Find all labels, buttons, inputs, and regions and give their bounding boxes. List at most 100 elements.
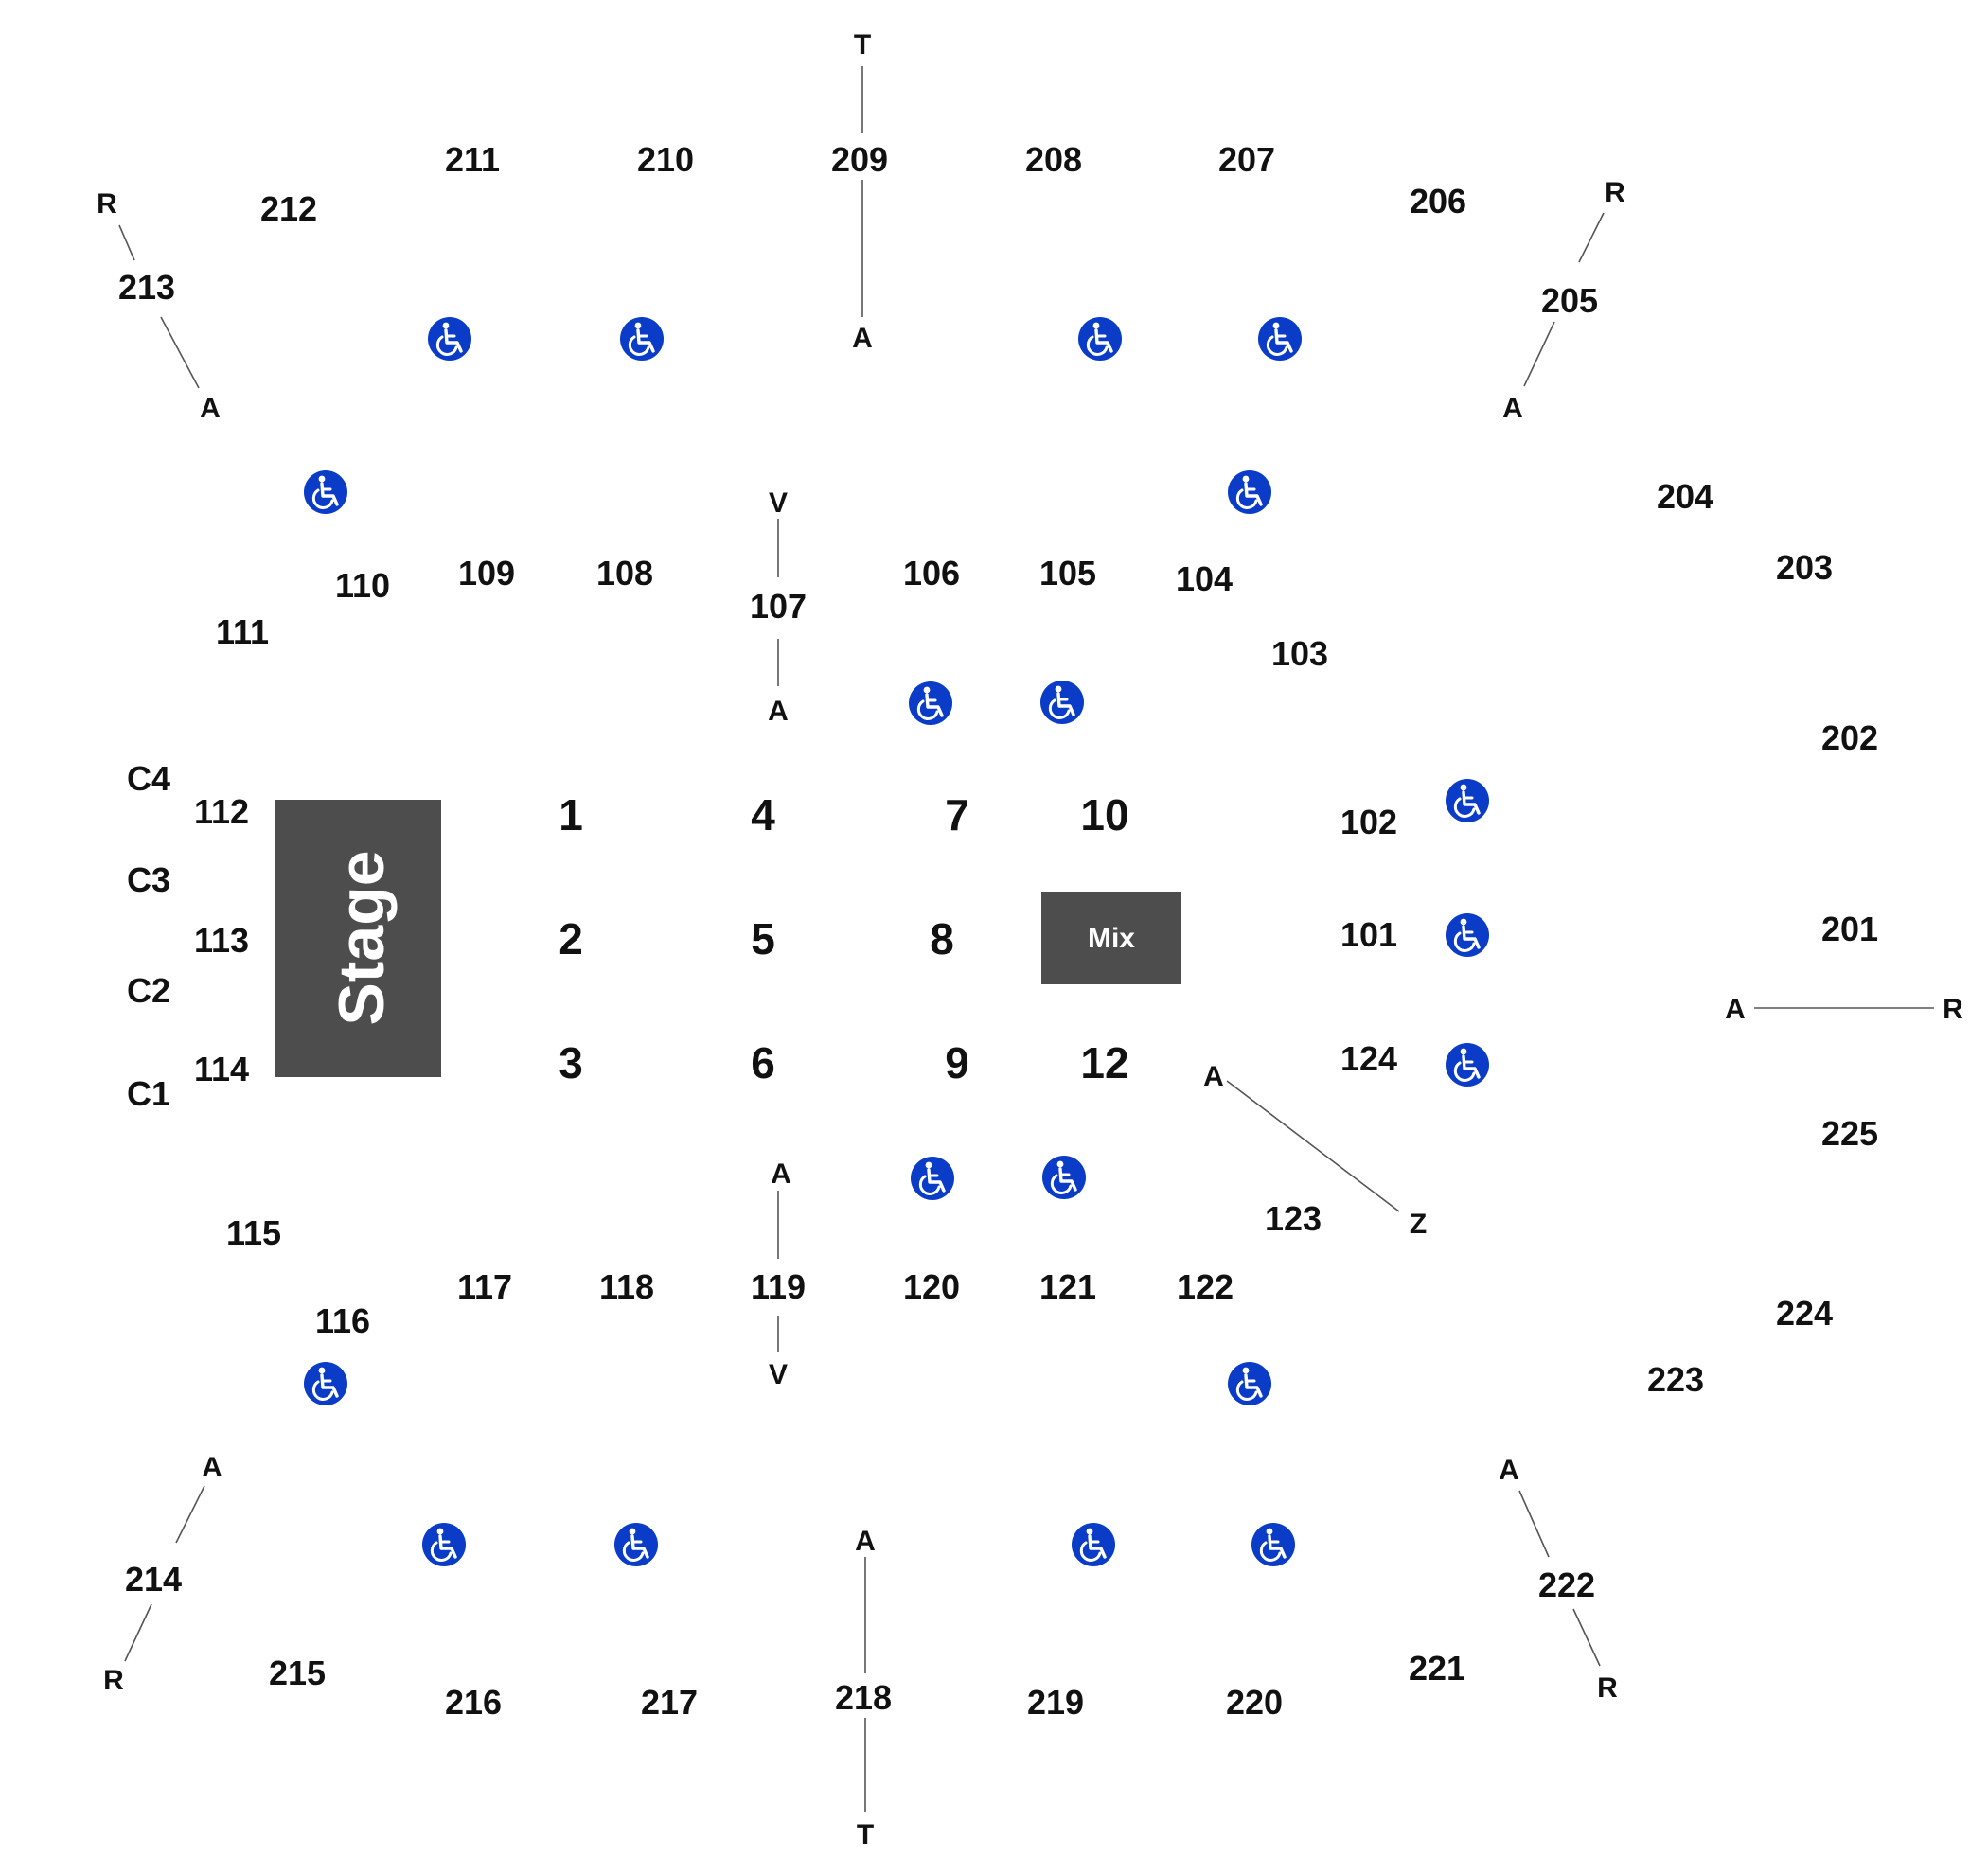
floor-section-5[interactable]: 5 <box>751 914 775 964</box>
floor-section-12[interactable]: 12 <box>1080 1038 1128 1087</box>
section-202[interactable]: 202 <box>1821 718 1878 757</box>
section-208[interactable]: 208 <box>1025 140 1082 179</box>
section-104[interactable]: 104 <box>1176 559 1233 598</box>
section-223[interactable]: 223 <box>1647 1360 1704 1399</box>
wheelchair-icon <box>1039 680 1085 725</box>
section-c1[interactable]: C1 <box>127 1074 170 1113</box>
row-label: R <box>1597 1672 1618 1704</box>
section-103[interactable]: 103 <box>1271 634 1328 673</box>
wheelchair-icon <box>1041 1155 1087 1200</box>
wheelchair-icon <box>1445 1042 1490 1087</box>
section-225[interactable]: 225 <box>1821 1114 1878 1153</box>
section-217[interactable]: 217 <box>641 1683 698 1722</box>
section-c3[interactable]: C3 <box>127 860 170 899</box>
row-label: A <box>200 393 221 424</box>
floor-section-9[interactable]: 9 <box>945 1038 969 1087</box>
section-224[interactable]: 224 <box>1776 1294 1833 1333</box>
section-218[interactable]: 218 <box>835 1678 892 1717</box>
section-106[interactable]: 106 <box>903 554 960 592</box>
section-212[interactable]: 212 <box>260 189 317 228</box>
section-109[interactable]: 109 <box>458 554 515 592</box>
section-116[interactable]: 116 <box>315 1301 370 1340</box>
floor-section-10[interactable]: 10 <box>1080 790 1128 840</box>
section-114[interactable]: 114 <box>194 1050 249 1088</box>
wheelchair-icon <box>1077 316 1123 362</box>
floor-section-7[interactable]: 7 <box>945 790 969 840</box>
row-label: A <box>1725 994 1746 1025</box>
row-label: V <box>769 487 788 519</box>
wheelchair-icon <box>908 681 953 726</box>
wheelchair-icon <box>910 1156 955 1201</box>
section-213[interactable]: 213 <box>118 268 175 307</box>
row-label: A <box>768 696 789 727</box>
section-207[interactable]: 207 <box>1218 140 1275 179</box>
section-219[interactable]: 219 <box>1027 1683 1084 1722</box>
section-214[interactable]: 214 <box>125 1560 182 1599</box>
section-110[interactable]: 110 <box>335 566 390 605</box>
floor-section-4[interactable]: 4 <box>751 790 775 840</box>
section-c2[interactable]: C2 <box>127 971 170 1010</box>
section-222[interactable]: 222 <box>1538 1565 1595 1604</box>
section-201[interactable]: 201 <box>1821 910 1878 948</box>
section-113[interactable]: 113 <box>194 921 249 960</box>
stage-label: Stage <box>326 850 398 1025</box>
section-209[interactable]: 209 <box>831 140 888 179</box>
floor-section-6[interactable]: 6 <box>751 1038 775 1087</box>
row-label: A <box>771 1158 791 1190</box>
stage-side-sections: C4 C3 C2 C1 <box>127 759 170 1113</box>
section-108[interactable]: 108 <box>596 554 653 592</box>
row-label: V <box>769 1359 788 1390</box>
section-102[interactable]: 102 <box>1340 803 1397 841</box>
section-112[interactable]: 112 <box>194 792 249 831</box>
row-label: R <box>1943 994 1963 1025</box>
wheelchair-icon <box>427 316 472 362</box>
row-label: A <box>1203 1061 1224 1092</box>
sections-100-level: 101 102 103 104 105 106 107 108 109 110 … <box>194 554 1397 1340</box>
section-215[interactable]: 215 <box>269 1653 326 1692</box>
row-labels: T A R A R A V A A R A Z A V A R A R A T <box>97 29 1963 1850</box>
wheelchair-icon <box>1071 1522 1116 1567</box>
section-118[interactable]: 118 <box>599 1267 654 1306</box>
row-label: A <box>1502 393 1523 424</box>
section-204[interactable]: 204 <box>1657 477 1713 516</box>
wheelchair-icon <box>613 1522 659 1567</box>
section-210[interactable]: 210 <box>637 140 694 179</box>
floor-section-1[interactable]: 1 <box>559 790 583 840</box>
section-220[interactable]: 220 <box>1226 1683 1283 1722</box>
section-117[interactable]: 117 <box>457 1267 512 1306</box>
section-203[interactable]: 203 <box>1776 548 1833 587</box>
section-119[interactable]: 119 <box>751 1267 806 1306</box>
mix-position: Mix <box>1041 892 1181 984</box>
section-121[interactable]: 121 <box>1039 1267 1096 1306</box>
section-c4[interactable]: C4 <box>127 759 170 798</box>
row-label: A <box>202 1452 222 1483</box>
floor-section-2[interactable]: 2 <box>559 914 583 964</box>
section-105[interactable]: 105 <box>1039 554 1096 592</box>
section-107[interactable]: 107 <box>750 587 807 626</box>
section-221[interactable]: 221 <box>1409 1649 1465 1688</box>
section-206[interactable]: 206 <box>1410 182 1466 221</box>
section-101[interactable]: 101 <box>1340 915 1397 954</box>
floor-section-3[interactable]: 3 <box>559 1038 583 1087</box>
wheelchair-icon <box>421 1522 467 1567</box>
stage: Stage <box>275 800 441 1077</box>
section-205[interactable]: 205 <box>1541 281 1598 320</box>
row-label: R <box>1605 177 1625 208</box>
wheelchair-icon <box>1227 1361 1272 1406</box>
wheelchair-icon <box>1227 469 1272 515</box>
section-123[interactable]: 123 <box>1265 1199 1322 1238</box>
row-label: R <box>97 188 117 220</box>
section-120[interactable]: 120 <box>903 1267 960 1306</box>
section-122[interactable]: 122 <box>1177 1267 1234 1306</box>
wheelchair-icon <box>1445 778 1490 823</box>
section-211[interactable]: 211 <box>445 140 500 179</box>
floor-section-8[interactable]: 8 <box>930 914 954 964</box>
wheelchair-icon <box>1257 316 1303 362</box>
section-216[interactable]: 216 <box>445 1683 502 1722</box>
section-115[interactable]: 115 <box>226 1213 281 1252</box>
section-124[interactable]: 124 <box>1340 1039 1397 1078</box>
floor-sections: 1 2 3 4 5 6 7 8 9 10 12 <box>559 790 1128 1087</box>
section-111[interactable]: 111 <box>216 612 269 651</box>
accessible-seating <box>303 316 1490 1567</box>
wheelchair-icon <box>1445 912 1490 958</box>
